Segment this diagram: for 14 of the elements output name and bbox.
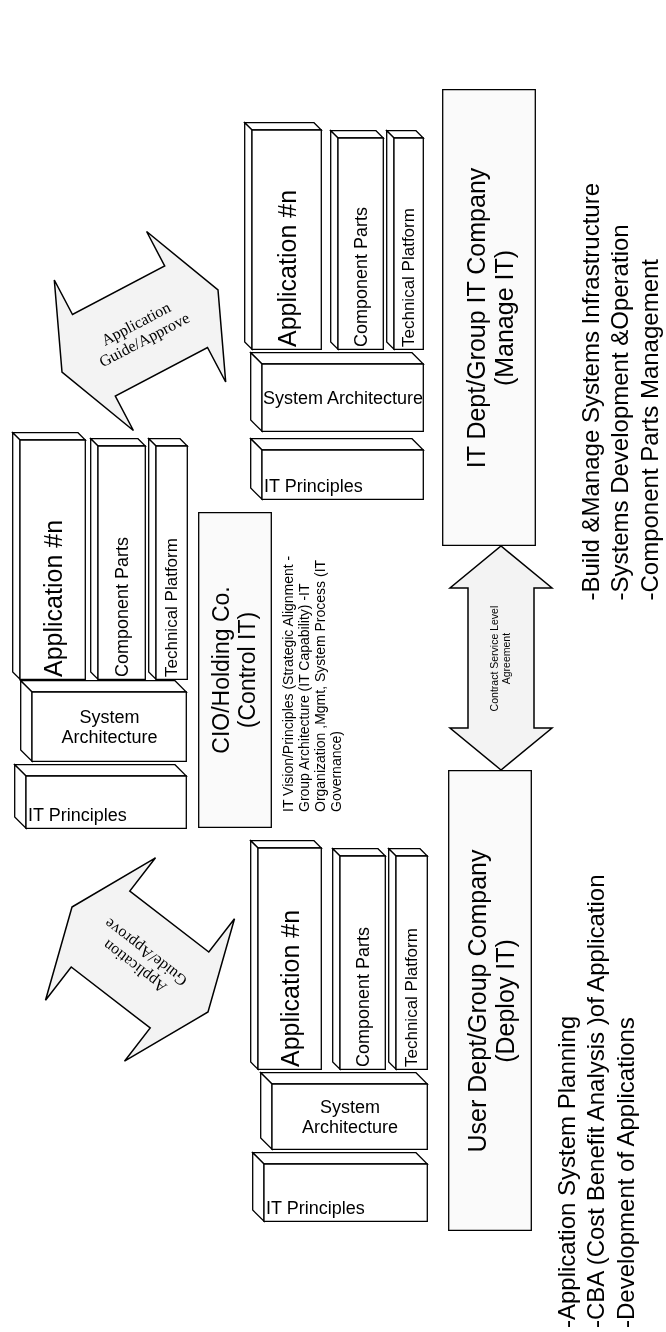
list-item: -Build &Manage Systems Infrastructure [575,181,605,600]
list-item: -Component Parts Management [633,257,663,600]
double-block-arrow [53,230,227,432]
list-item: -CBA (Cost Benefit Analysis )of Application [581,873,611,1328]
org-box: IT Dept/Group IT Company (Manage IT) [442,89,536,546]
org-box: CIO/Holding Co. (Control IT) [198,512,272,828]
list-item: -Development of Applications [610,1016,640,1328]
list-item: -Application System Planning [552,1014,581,1328]
org-box: User Dept/Group Company (Deploy IT) [448,770,532,1231]
edge-label: Contract Service Level Agreement [489,604,513,713]
double-block-arrow [447,545,555,771]
description-text: IT Vision/Principles (Strategic Alignment -Group Architecture (IT Capability) -IT Organization ,Mgmt, System Process (IT Governance) [280,554,345,812]
list-item: -Systems Development &Operation [604,222,634,600]
double-block-arrow [44,857,236,1062]
